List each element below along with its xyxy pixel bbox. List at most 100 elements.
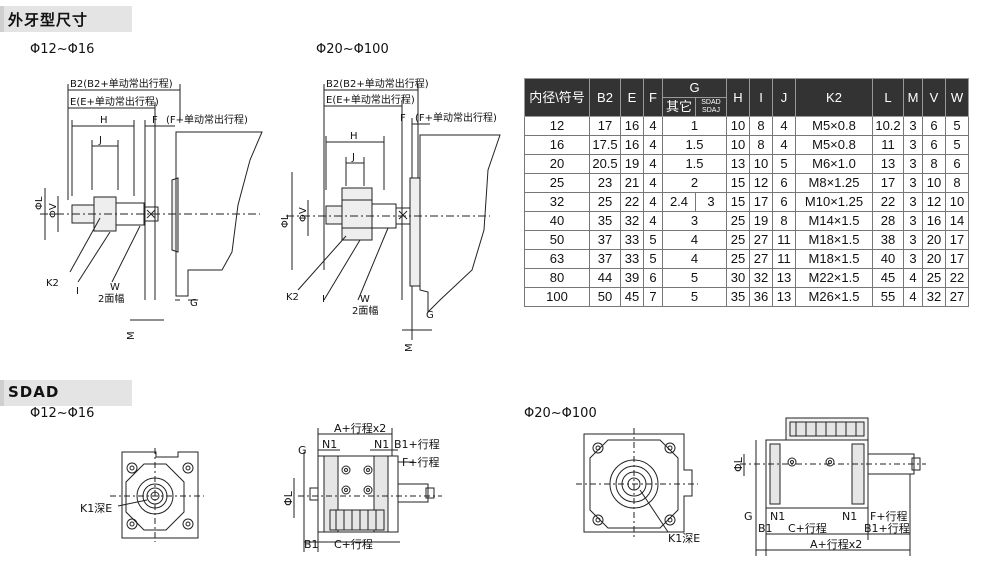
table-cell: 4 [643, 135, 663, 155]
table-cell: M18×1.5 [795, 230, 873, 250]
label-f-stroke: F+行程 [402, 456, 440, 469]
table-cell: 63 [524, 249, 590, 269]
table-cell: 40 [872, 249, 904, 269]
table-cell: 3 [903, 211, 923, 231]
table-cell: 22 [620, 192, 644, 212]
table-cell: 3 [903, 249, 923, 269]
table-cell: 16 [620, 116, 644, 136]
subtitle-sdad-large: Φ20~Φ100 [524, 406, 597, 421]
table-cell: 4 [772, 116, 796, 136]
label-n1-right: N1 [842, 510, 857, 523]
table-cell: 8 [749, 135, 773, 155]
label-b2: B2(B2+单动常出行程) [70, 77, 173, 90]
table-cell: 17 [589, 116, 621, 136]
label-k1: K1深E [668, 532, 700, 545]
table-cell: 8 [945, 173, 969, 193]
table-cell: 19 [749, 211, 773, 231]
table-cell: 32 [620, 211, 644, 231]
table-cell: 4 [643, 116, 663, 136]
table-cell: 17 [945, 249, 969, 269]
table-cell: 37 [589, 230, 621, 250]
table-cell: 50 [524, 230, 590, 250]
table-cell: 5 [643, 249, 663, 269]
table-cell: 2.4 [662, 192, 696, 212]
table-header-m: M [903, 78, 923, 117]
table-cell: 5 [662, 268, 727, 288]
label-e: E(E+单动常出行程) [326, 93, 415, 106]
table-cell: 8 [749, 116, 773, 136]
table-cell: 13 [726, 154, 750, 174]
label-w: W [110, 282, 120, 293]
label-f-stroke: (F+单动常出行程) [415, 111, 497, 124]
table-cell: 8 [772, 211, 796, 231]
table-cell: 25 [726, 211, 750, 231]
table-cell: M10×1.25 [795, 192, 873, 212]
table-cell: 10.2 [872, 116, 904, 136]
label-phi-l: ΦL [732, 456, 745, 472]
label-g: G [744, 510, 753, 523]
label-j: J [98, 135, 102, 146]
table-cell: 32 [749, 268, 773, 288]
table-cell: M18×1.5 [795, 249, 873, 269]
sdad-large-front-view: K1深E [576, 428, 700, 545]
table-cell: 37 [589, 249, 621, 269]
label-k2: K2 [286, 292, 299, 303]
table-cell: 4 [643, 211, 663, 231]
table-cell: 4 [643, 154, 663, 174]
table-cell: 3 [903, 116, 923, 136]
table-header-h: H [726, 78, 750, 117]
table-cell: 6 [643, 268, 663, 288]
label-phi-l: ΦL [280, 214, 291, 228]
table-cell: 25 [726, 249, 750, 269]
section-bar-sdad [0, 380, 132, 406]
table-cell: 35 [589, 211, 621, 231]
section-title-thread: 外牙型尺寸 [8, 11, 89, 29]
table-cell: 20.5 [589, 154, 621, 174]
table-cell: 11 [772, 230, 796, 250]
table-cell: 16 [524, 135, 590, 155]
table-cell: 27 [749, 249, 773, 269]
label-n1-left: N1 [770, 510, 785, 523]
table-header-bore: 内径\符号 [524, 78, 590, 117]
table-cell: 17 [749, 192, 773, 212]
table-cell: 17 [945, 230, 969, 250]
table-cell: M26×1.5 [795, 287, 873, 307]
table-cell: 3 [903, 230, 923, 250]
table-cell: 27 [945, 287, 969, 307]
table-cell: 14 [945, 211, 969, 231]
table-cell: 11 [772, 249, 796, 269]
label-two-face: 2面幅 [98, 292, 124, 305]
table-cell: 1.5 [662, 154, 727, 174]
table-cell: 4 [643, 173, 663, 193]
table-cell: 5 [643, 230, 663, 250]
subtitle-sdad-small: Φ12~Φ16 [30, 406, 95, 421]
table-cell: 6 [945, 154, 969, 174]
table-cell: 13 [872, 154, 904, 174]
table-header-v: V [922, 78, 946, 117]
thread-drawing-large: B2(B2+单动常出行程) E(E+单动常出行程) (F+单动常出行程) H J… [280, 77, 501, 352]
label-w: W [360, 294, 370, 305]
label-phi-v: ΦV [298, 207, 309, 222]
label-h: H [100, 115, 108, 126]
table-cell: M6×1.0 [795, 154, 873, 174]
table-cell: 10 [726, 116, 750, 136]
label-c-stroke: C+行程 [788, 522, 827, 535]
table-cell: 25 [922, 268, 946, 288]
table-cell: 3 [662, 211, 727, 231]
label-f: F [400, 113, 406, 124]
table-cell: M5×0.8 [795, 135, 873, 155]
table-header-j: J [772, 78, 796, 117]
table-cell: 3 [903, 173, 923, 193]
table-cell: 27 [749, 230, 773, 250]
table-cell: 2 [662, 173, 727, 193]
table-cell: 80 [524, 268, 590, 288]
table-header-k2: K2 [795, 78, 873, 117]
table-cell: 36 [749, 287, 773, 307]
label-m: M [404, 343, 415, 352]
table-cell: M5×0.8 [795, 116, 873, 136]
